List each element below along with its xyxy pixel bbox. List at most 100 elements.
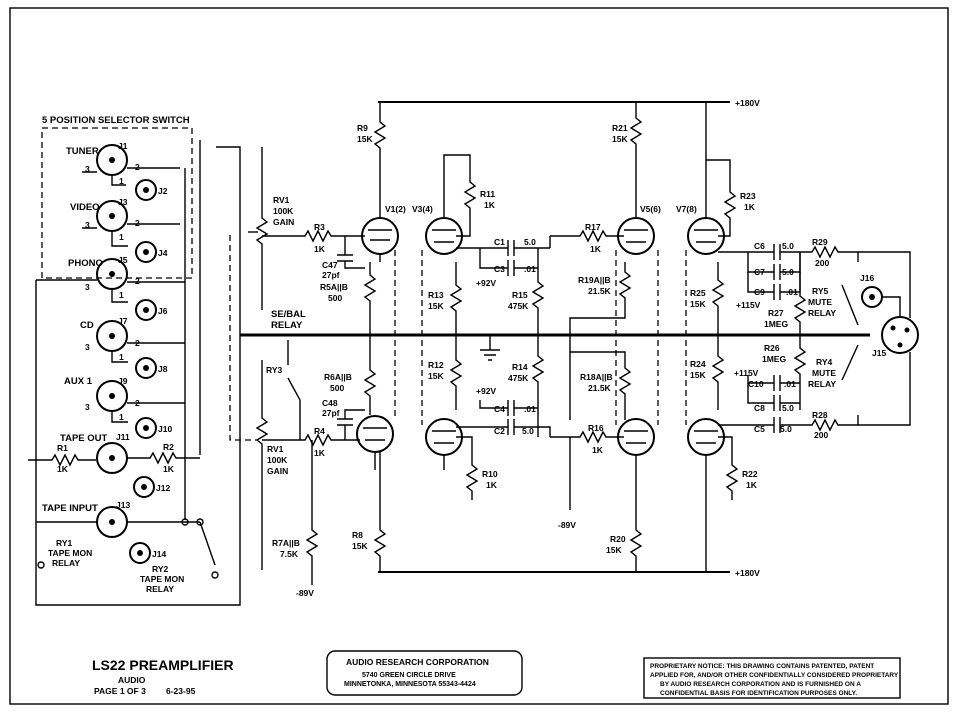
tube-envelope xyxy=(361,217,399,255)
notice-box xyxy=(643,657,901,699)
jack-circle xyxy=(96,258,128,290)
pin-label: 1 xyxy=(119,232,124,242)
coupling-caps-center: C1 5.0 C3 .01 +92V R15 475K R14 475K +92… xyxy=(456,236,551,437)
jack-pin xyxy=(137,550,143,556)
aux-jack-pin xyxy=(143,187,149,193)
r21-value: 15K xyxy=(612,134,628,144)
r15-value: 475K xyxy=(508,301,529,311)
jack-label: J12 xyxy=(156,483,170,493)
pos115-a: +115V xyxy=(736,300,761,310)
selector-dashed-box xyxy=(41,127,193,279)
r1-resistor xyxy=(28,453,96,467)
r29-resistor xyxy=(800,245,858,259)
r27-label: R27 xyxy=(768,308,784,318)
pos92-b: +92V xyxy=(476,386,496,396)
dashed-tube-link xyxy=(615,250,659,425)
wire xyxy=(111,402,185,423)
r22-resistor xyxy=(718,436,739,500)
tube-elements xyxy=(432,430,456,470)
r9-label: R9 xyxy=(357,123,368,133)
c5-cap xyxy=(718,417,800,433)
j15-label: J15 xyxy=(872,348,886,358)
r5-value: 500 xyxy=(328,293,342,303)
r28-resistor xyxy=(800,418,858,432)
r15-resistor xyxy=(531,248,545,335)
page-border xyxy=(9,7,949,705)
r27-resistor xyxy=(793,252,807,335)
pin-label: 1 xyxy=(119,290,124,300)
c2-cap xyxy=(456,419,551,437)
input-label: PHONO xyxy=(68,258,103,269)
c7-value: 5.0 xyxy=(782,267,794,277)
c5-value: 5.0 xyxy=(780,424,792,434)
aux-jack-label: J10 xyxy=(158,424,172,434)
r28-value: 200 xyxy=(814,430,828,440)
aux-jack-circle xyxy=(135,417,157,439)
r11-label: R11 xyxy=(480,189,495,199)
jack-pin xyxy=(109,271,115,277)
tube-elements xyxy=(624,430,648,520)
r18-label: R18A||B xyxy=(580,372,613,382)
c48-label: C48 xyxy=(322,398,338,408)
r10-value: 1K xyxy=(486,480,498,490)
ry2-desc2: RELAY xyxy=(146,584,174,594)
ground-symbol xyxy=(480,335,500,361)
r15-label: R15 xyxy=(512,290,528,300)
r20-label: R20 xyxy=(610,534,626,544)
r10-resistor xyxy=(456,436,479,500)
input-label: CD xyxy=(80,320,94,331)
jack-pin xyxy=(109,213,115,219)
c2-value: 5.0 xyxy=(522,426,534,436)
relay-contact xyxy=(181,518,189,526)
c47-value: 27pf xyxy=(322,270,340,280)
c2-label: C2 xyxy=(494,426,505,436)
tube-label: V1(2) xyxy=(385,204,406,214)
c1-value: 5.0 xyxy=(524,237,536,247)
rv1-bot-value: 100K xyxy=(267,455,288,465)
aux-jack-label: J2 xyxy=(158,186,168,196)
se-bal-label: SE/BAL xyxy=(271,309,306,320)
c47-label: C47 xyxy=(322,260,338,270)
jack-label: J5 xyxy=(118,255,128,265)
r24-resistor xyxy=(711,335,725,410)
c10-value: .01 xyxy=(784,379,796,389)
tube-v3: V3(4) R11 1K R13 15K R12 15K R10 1K xyxy=(412,154,498,500)
pin-label: 3 xyxy=(85,220,90,230)
r2-label: R2 xyxy=(163,442,174,452)
tape-input-label: TAPE INPUT xyxy=(42,503,98,514)
pin-label: 1 xyxy=(119,176,124,186)
r8-label: R8 xyxy=(352,530,363,540)
r1-label: R1 xyxy=(57,443,68,453)
jack-circle xyxy=(96,144,128,176)
c4-cap xyxy=(479,400,538,416)
tube-v1: V1(2) R9 15K R8 15K xyxy=(352,102,406,572)
r25-resistor xyxy=(711,262,725,335)
r16-value: 1K xyxy=(592,445,604,455)
r16-label: R16 xyxy=(588,423,604,433)
r25-label: R25 xyxy=(690,288,706,298)
input-label: AUX 1 xyxy=(64,376,93,387)
se-bal-relay: RELAY xyxy=(271,320,303,331)
proprietary-notice: PROPRIETARY NOTICE: THIS DRAWING CONTAIN… xyxy=(643,657,901,699)
jack-label: J1 xyxy=(118,141,128,151)
jack-circle xyxy=(96,380,128,412)
relay-contact xyxy=(196,518,204,526)
ry1-desc: TAPE MON xyxy=(48,548,92,558)
input-aux1: AUX 1 J9 3 1 2 J10 xyxy=(64,376,185,439)
ry2-label: RY2 xyxy=(152,564,168,574)
jack-circle xyxy=(96,200,128,232)
jack-pin xyxy=(141,484,147,490)
rv1-top-gain: GAIN xyxy=(273,217,294,227)
r21-resistor xyxy=(629,102,643,160)
jack-pin xyxy=(109,519,115,525)
ry5-label: RY5 xyxy=(812,286,828,296)
company-address2: MINNETONKA, MINNESOTA 55343-4424 xyxy=(344,681,476,688)
aux-jack-circle xyxy=(135,299,157,321)
pin-label: 3 xyxy=(85,342,90,352)
ry3-switch xyxy=(287,340,301,440)
jack-label: J9 xyxy=(118,376,128,386)
c3-value: .01 xyxy=(524,264,536,274)
relay-contact xyxy=(37,561,45,569)
r3-label: R3 xyxy=(314,222,325,232)
pin-label: 3 xyxy=(85,282,90,292)
